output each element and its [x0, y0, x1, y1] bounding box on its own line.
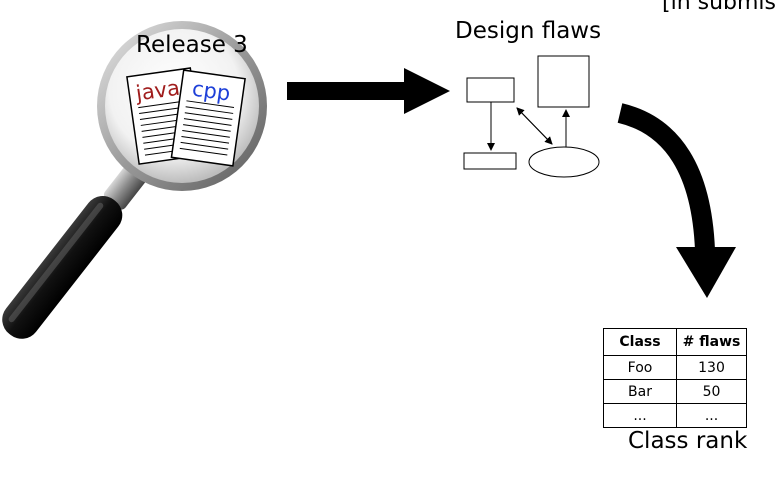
- pipeline-arrow-curved: [617, 103, 736, 298]
- table-row: Foo 130: [603, 355, 747, 380]
- class-cell: Foo: [603, 355, 677, 380]
- submission-note: [in submiss: [662, 0, 776, 15]
- table-header-row: Class # flaws: [603, 328, 747, 356]
- class-rank-caption: Class rank: [628, 428, 748, 454]
- design-flaws-diagram: [463, 55, 600, 178]
- header-flaws: # flaws: [676, 328, 747, 356]
- class-rank-table: Class # flaws Foo 130 Bar 50 ... ...: [603, 328, 747, 428]
- class-box-b: [537, 55, 590, 108]
- magnifier-handle: [2, 164, 147, 339]
- header-class: Class: [603, 328, 677, 356]
- dependency-arrow-d-a: [516, 107, 553, 145]
- class-box-c: [463, 152, 517, 170]
- class-ellipse-d: [528, 146, 600, 178]
- pipeline-arrow-right: [287, 68, 450, 114]
- class-cell: ...: [603, 403, 677, 428]
- flaw-count-cell: ...: [676, 403, 747, 428]
- release-label: Release 3: [136, 32, 248, 58]
- class-cell: Bar: [603, 379, 677, 404]
- table-row: ... ...: [603, 403, 747, 428]
- class-box-a: [466, 77, 515, 103]
- flaw-count-cell: 130: [676, 355, 747, 380]
- table-row: Bar 50: [603, 379, 747, 404]
- cpp-file-icon: [170, 69, 246, 167]
- design-flaws-title: Design flaws: [455, 18, 602, 44]
- cpp-file-label: cpp: [191, 77, 232, 106]
- flaw-count-cell: 50: [676, 379, 747, 404]
